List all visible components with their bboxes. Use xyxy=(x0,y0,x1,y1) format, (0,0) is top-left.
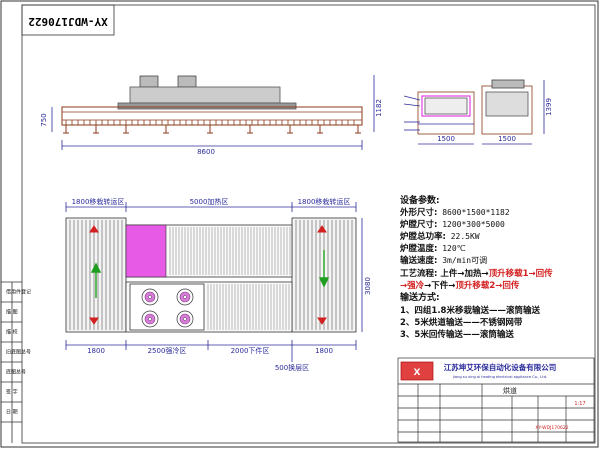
heating-entry-zone xyxy=(125,224,167,278)
exhaust-fan-1 xyxy=(139,75,159,88)
product-name: 烘道 xyxy=(503,386,517,395)
zone-transfer-left: 1800移栽转运区 xyxy=(72,197,125,206)
zone-return: 500换层区 xyxy=(275,363,309,372)
zone-heating: 5000加热区 xyxy=(190,197,229,206)
cooling-fan-box xyxy=(129,283,205,331)
elevation-view xyxy=(51,75,375,150)
zone-cooling: 2500强冷区 xyxy=(148,346,187,355)
side-label: 日 期 xyxy=(6,410,18,416)
side-label: 描 图 xyxy=(6,309,18,316)
zone-lower: 2000下件区 xyxy=(231,346,270,355)
spec-line: 炉膛尺寸: 1200*300*5000 xyxy=(400,219,505,230)
spec-line: 输送速度: 3m/min可调 xyxy=(400,255,487,266)
title-block: X xyxy=(397,357,595,443)
spec-line: 炉膛总功率: 22.5KW xyxy=(400,231,480,242)
specs-heading: 设备参数: xyxy=(400,194,440,206)
end-height: 1399 xyxy=(545,98,553,116)
side-label: 借用件登记 xyxy=(6,289,31,296)
side-label: 描 校 xyxy=(6,329,18,336)
drawing-rev: 1:17 xyxy=(574,401,585,407)
height-left-dim: 750 xyxy=(40,113,48,126)
oven-top-rail xyxy=(117,102,297,110)
side-label: 底图总号 xyxy=(6,369,26,376)
zone-right-bottom: 1800 xyxy=(315,347,333,355)
drawing-note: XY-WDJ170622 xyxy=(535,425,568,431)
spec-line: 外形尺寸: 8600*1500*1182 xyxy=(399,207,510,218)
company-name-cn: 江苏坤艾环保自动化设备有限公司 xyxy=(444,362,557,372)
conveying-item: 3、5米回传输送——滚筒输送 xyxy=(400,329,514,340)
company-logo xyxy=(400,361,434,381)
cooling-fan xyxy=(176,288,194,306)
zone-transfer-right: 1800移栽转运区 xyxy=(298,197,351,206)
end-view xyxy=(403,79,545,145)
conveying-item: 1、四组1.8米移栽输送——滚筒输送 xyxy=(400,305,540,316)
drawing-number-box xyxy=(21,4,115,36)
overall-length-dim: 8600 xyxy=(197,148,215,156)
conveying-item: 2、5米烘道输送——不锈钢网带 xyxy=(400,317,523,328)
plan-width-dim: 3080 xyxy=(364,277,372,295)
svg-text:X: X xyxy=(414,368,421,378)
side-label: 旧底图总号 xyxy=(6,349,31,356)
company-name-en: jiang su xing ai heating electrical appl… xyxy=(452,375,547,379)
end-width-b: 1500 xyxy=(498,135,516,143)
process-line: 工艺流程: 上件→加热→顶升移载1→回传 xyxy=(400,268,553,279)
oven-hood xyxy=(129,86,281,104)
cooling-fan xyxy=(176,310,194,328)
height-right-dim: 1182 xyxy=(375,99,383,117)
side-label: 签 字 xyxy=(6,389,18,396)
conveying-heading: 输送方式: xyxy=(400,291,440,303)
process-line: →强冷→下件→顶升移载2→回传 xyxy=(400,280,520,291)
zone-left-bottom: 1800 xyxy=(87,347,105,355)
conveyor-frame xyxy=(61,106,363,126)
cooling-fan xyxy=(141,288,159,306)
exhaust-fan-2 xyxy=(177,75,197,88)
cooling-fan xyxy=(141,310,159,328)
inner-border xyxy=(21,4,596,444)
plan-view xyxy=(65,202,363,362)
end-width-a: 1500 xyxy=(437,135,455,143)
spec-line: 炉膛温度: 120℃ xyxy=(400,243,466,254)
drawing-number: XY-WDJ170622 xyxy=(28,15,107,28)
